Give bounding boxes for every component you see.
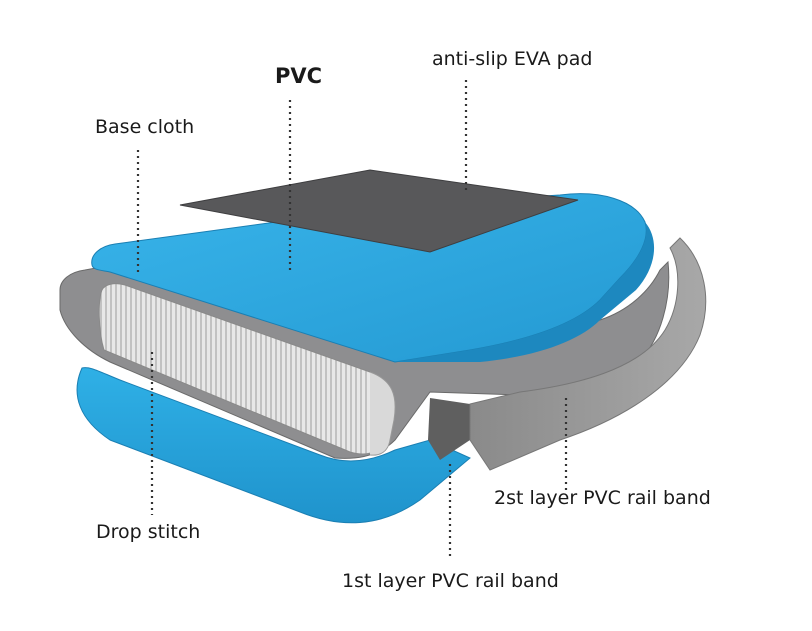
- bottom-pvc-layer: [76, 367, 471, 524]
- label-first-layer-rail-band: 1st layer PVC rail band: [342, 570, 559, 592]
- label-drop-stitch: Drop stitch: [96, 521, 201, 543]
- label-anti-slip-eva-pad: anti-slip EVA pad: [432, 48, 593, 70]
- leader-lines: [136, 80, 568, 560]
- second-layer-rail-band: [469, 237, 707, 471]
- label-pvc: PVC: [275, 64, 323, 88]
- label-base-cloth: Base cloth: [95, 116, 195, 138]
- label-second-layer-rail-band: 2st layer PVC rail band: [494, 487, 711, 509]
- first-layer-rail-band: [428, 398, 470, 460]
- eva-pad: [179, 169, 579, 253]
- top-pvc-layer: [91, 193, 647, 363]
